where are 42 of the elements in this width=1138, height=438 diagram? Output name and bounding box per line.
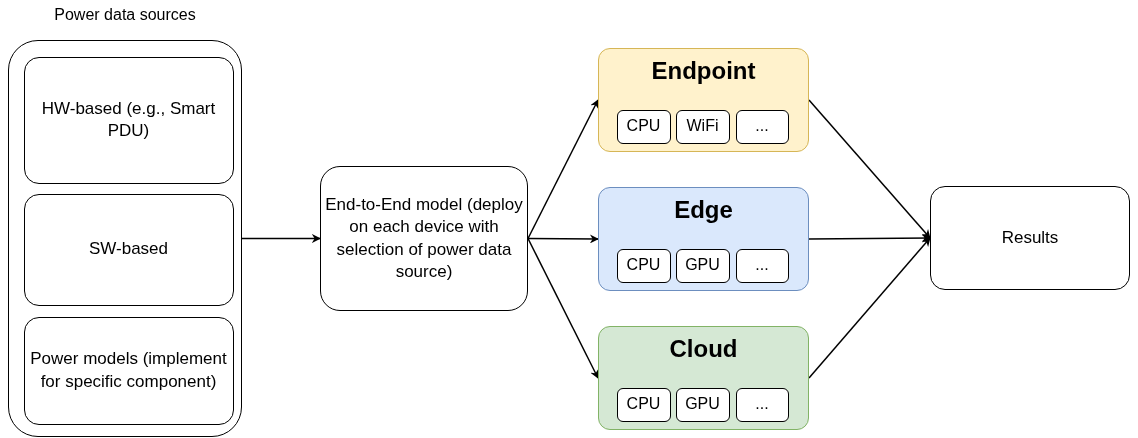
arrow: [527, 234, 599, 244]
group-heading: Power data sources: [53, 5, 197, 25]
box-label: GPU: [684, 255, 721, 276]
component-box: [616, 248, 671, 283]
box-label: ...: [754, 255, 770, 276]
box-label: HW-based (e.g., Smart PDU): [40, 97, 217, 142]
box-label: ...: [754, 116, 770, 137]
tier-heading: Cloud: [668, 334, 739, 364]
box-label: SW-based: [87, 238, 170, 261]
tier-heading: Endpoint: [650, 56, 757, 86]
box-label: ...: [754, 394, 770, 415]
arrow: [808, 99, 931, 239]
process-box: [23, 56, 234, 184]
component-box: [675, 248, 730, 283]
process-box: [23, 316, 234, 425]
component-box: [735, 387, 789, 422]
process-box: [23, 193, 234, 306]
box-label: CPU: [625, 255, 662, 276]
box-label: WiFi: [685, 116, 720, 137]
box-label: End-to-End model (deploy on each device with selection of power data source): [324, 194, 524, 283]
component-box: [616, 109, 671, 144]
process-box: [320, 166, 528, 311]
tier-box: [598, 326, 809, 430]
component-box: [735, 109, 789, 144]
tier-box: [598, 187, 809, 291]
arrow: [527, 99, 599, 240]
box-label: Results: [1000, 226, 1060, 249]
process-box: [930, 186, 1130, 290]
arrow: [808, 237, 931, 379]
box-label: CPU: [625, 116, 662, 137]
component-box: [675, 387, 730, 422]
component-box: [616, 387, 671, 422]
box-label: GPU: [684, 394, 721, 415]
component-box: [735, 248, 789, 283]
arrow: [527, 237, 599, 379]
arrow: [808, 233, 931, 243]
arrow: [241, 234, 321, 243]
box-label: CPU: [625, 394, 662, 415]
tier-heading: Edge: [673, 195, 734, 225]
box-label: Power models (implement for specific component): [29, 348, 228, 393]
component-box: [675, 109, 730, 144]
tier-box: [598, 48, 809, 152]
